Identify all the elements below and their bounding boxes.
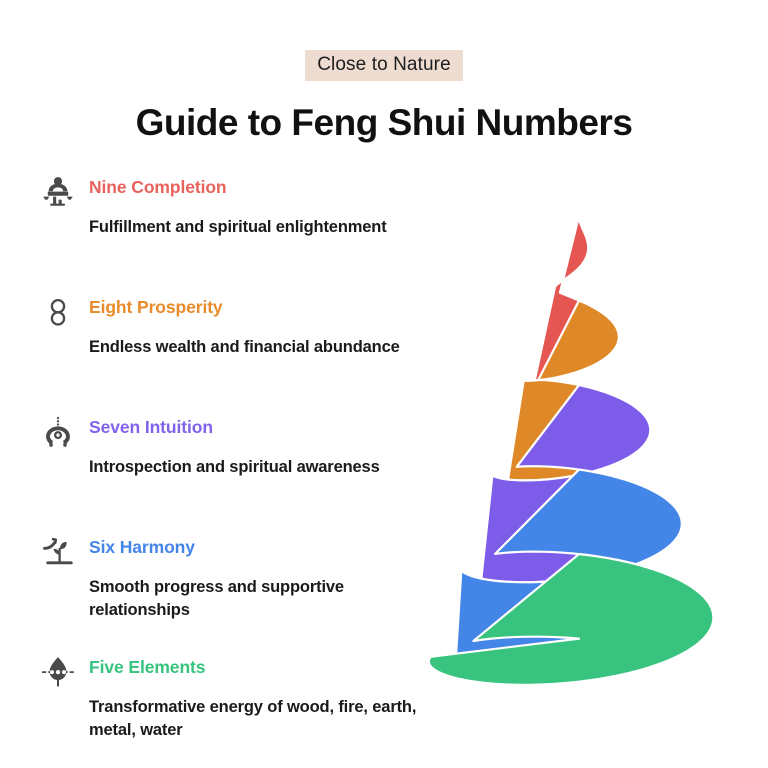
list-item[interactable]: Seven Intuition Introspection and spirit… [33, 408, 433, 528]
list-item-heading: Nine Completion [89, 177, 227, 197]
list-item-description: Transformative energy of wood, fire, ear… [89, 698, 417, 740]
page-title: Guide to Feng Shui Numbers [135, 102, 633, 143]
list-item[interactable]: Six Harmony Smooth progress and supporti… [33, 528, 433, 648]
list-item-description: Fulfillment and spiritual enlightenment [89, 218, 387, 236]
figure-eight-icon [38, 292, 78, 332]
third-eye-icon [38, 412, 78, 452]
spiral-svg [427, 214, 715, 686]
list-item-description: Smooth progress and supportive relations… [89, 578, 344, 620]
eyebrow-badge: Close to Nature [305, 50, 463, 81]
list-item-description: Introspection and spiritual awareness [89, 458, 380, 476]
number-meaning-list: Nine Completion Fulfillment and spiritua… [33, 168, 433, 768]
list-item-heading: Eight Prosperity [89, 297, 223, 317]
list-item-description: Endless wealth and financial abundance [89, 338, 400, 356]
meditating-person-icon [38, 172, 78, 212]
list-item-heading: Seven Intuition [89, 417, 213, 437]
eyebrow-badge-row: Close to Nature [0, 50, 768, 81]
water-drop-elements-icon [38, 652, 78, 692]
sprout-growth-icon [38, 532, 78, 572]
spiral-turn [427, 552, 715, 686]
list-item[interactable]: Nine Completion Fulfillment and spiritua… [33, 168, 433, 288]
conical-spiral-graphic [376, 208, 768, 708]
list-item-heading: Six Harmony [89, 537, 195, 557]
list-item[interactable]: Five Elements Transformative energy of w… [33, 648, 433, 768]
list-item-heading: Five Elements [89, 657, 206, 677]
list-item[interactable]: Eight Prosperity Endless wealth and fina… [33, 288, 433, 408]
